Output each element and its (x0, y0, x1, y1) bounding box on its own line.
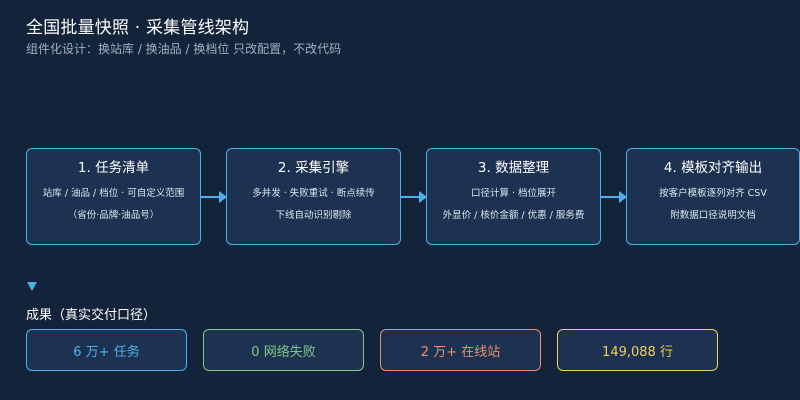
stage-title: 4. 模板对齐输出 (663, 160, 763, 176)
stage-detail: 下线自动识别剔除 (275, 210, 352, 221)
stage-title: 3. 数据整理 (477, 160, 550, 176)
stage-data-processing: 3. 数据整理 口径计算 · 档位展开 外显价 / 核价金额 / 优惠 / 服务… (426, 148, 601, 245)
page-subtitle: 组件化设计：换站库 / 换油品 / 换档位 只改配置，不改代码 (26, 42, 342, 56)
result-online-stations: 2 万+ 在线站 (380, 329, 541, 371)
page-title: 全国批量快照 · 采集管线架构 (26, 18, 250, 38)
stage-title: 1. 任务清单 (77, 160, 150, 176)
results-heading: 成果（真实交付口径） (26, 308, 157, 323)
stage-detail: 附数据口径说明文档 (670, 210, 756, 221)
stage-detail: 口径计算 · 档位展开 (470, 188, 557, 199)
stage-detail: 外显价 / 核价金额 / 优惠 / 服务费 (442, 210, 585, 221)
arrow-right-icon (601, 191, 627, 203)
stage-title: 2. 采集引擎 (277, 160, 350, 176)
arrow-right-icon (401, 191, 427, 203)
result-tasks: 6 万+ 任务 (26, 329, 187, 371)
stage-crawl-engine: 2. 采集引擎 多并发 · 失败重试 · 断点续传 下线自动识别剔除 (226, 148, 401, 245)
arrow-right-icon (201, 191, 227, 203)
triangle-down-icon (27, 282, 37, 291)
result-network-failures: 0 网络失败 (203, 329, 364, 371)
stage-template-output: 4. 模板对齐输出 按客户模板逐列对齐 CSV 附数据口径说明文档 (626, 148, 800, 245)
stage-task-list: 1. 任务清单 站库 / 油品 / 档位 · 可自定义范围 （省份·品牌·油品号… (26, 148, 201, 245)
stage-detail: 多并发 · 失败重试 · 断点续传 (252, 188, 375, 199)
stage-detail: 站库 / 油品 / 档位 · 可自定义范围 (42, 188, 185, 199)
stage-detail: 按客户模板逐列对齐 CSV (659, 188, 767, 199)
result-rows: 149,088 行 (557, 329, 718, 371)
stage-detail: （省份·品牌·油品号） (67, 210, 160, 221)
